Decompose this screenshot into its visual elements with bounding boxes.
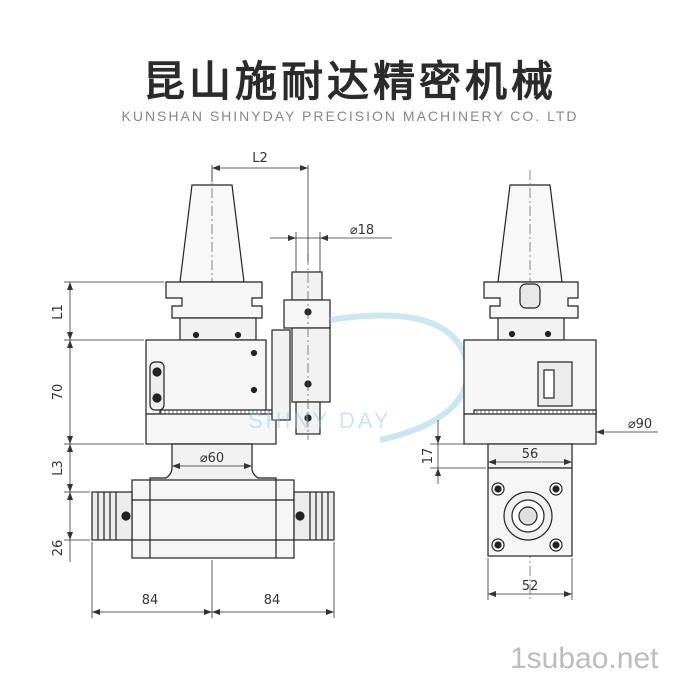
dimension-lines: [64, 165, 658, 618]
dim-84-left: 84: [142, 593, 159, 608]
dim-17: 17: [421, 448, 436, 465]
dimension-arrows: [67, 165, 604, 615]
dim-56: 56: [522, 447, 539, 462]
dim-l2: L2: [252, 151, 268, 166]
dim-70: 70: [51, 384, 66, 401]
dim-l3: L3: [51, 460, 66, 476]
dim-26: 26: [51, 540, 66, 557]
company-title: 昆山施耐达精密机械: [142, 57, 557, 106]
right-view: [463, 170, 597, 600]
watermark-text: SHINY DAY: [248, 408, 392, 433]
dimension-labels: L2 ⌀18 L1 70 ⌀60 L3 26 84 84 ⌀90 17 56 5…: [51, 151, 652, 608]
dim-52: 52: [522, 579, 539, 594]
dim-d18: ⌀18: [350, 223, 374, 238]
dim-84-right: 84: [264, 593, 281, 608]
dim-l1: L1: [51, 304, 66, 320]
dim-d90: ⌀90: [628, 417, 652, 432]
company-subtitle: KUNSHAN SHINYDAY PRECISION MACHINERY CO.…: [121, 108, 579, 124]
site-watermark: 1subao.net: [510, 642, 659, 675]
dim-d60: ⌀60: [200, 451, 224, 466]
left-view: [91, 170, 335, 560]
